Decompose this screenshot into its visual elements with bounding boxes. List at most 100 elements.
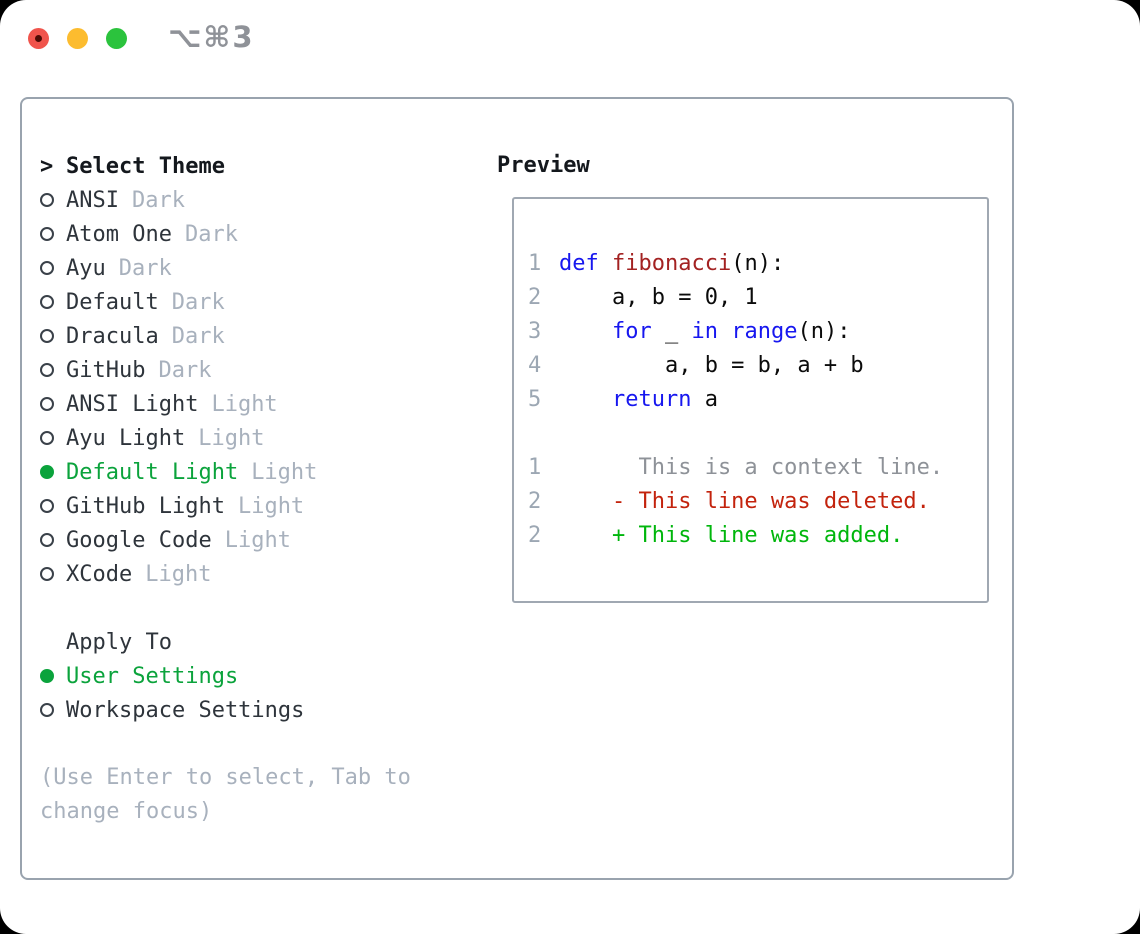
code-token bbox=[559, 319, 612, 344]
apply-option-label: Workspace Settings bbox=[66, 697, 305, 723]
line-number: 2 bbox=[528, 285, 542, 310]
theme-variant: Dark bbox=[171, 289, 225, 315]
theme-name: XCode bbox=[66, 561, 133, 587]
theme-option-github-dark[interactable]: GitHub Dark bbox=[40, 353, 497, 387]
titlebar: ⌥⌘3 bbox=[0, 0, 1140, 97]
theme-option-ansi-light[interactable]: ANSI Light Light bbox=[40, 387, 497, 421]
close-button[interactable] bbox=[28, 28, 49, 49]
theme-variant: Dark bbox=[184, 221, 238, 247]
theme-variant: Light bbox=[237, 493, 305, 519]
radio-icon bbox=[40, 397, 66, 411]
theme-variant: Light bbox=[198, 425, 265, 451]
code-token: a, b = 0, 1 bbox=[559, 285, 758, 310]
theme-option-default-dark[interactable]: Default Dark bbox=[40, 285, 497, 319]
diff-context-line: 1 This is a context line. bbox=[528, 451, 987, 485]
theme-variant: Dark bbox=[171, 323, 225, 349]
theme-picker-pane: > Select Theme ANSI Dark Atom One Dark A… bbox=[40, 149, 497, 878]
apply-to-header: Apply To bbox=[40, 625, 497, 659]
apply-option-user-settings[interactable]: User Settings bbox=[40, 659, 497, 693]
theme-option-ayu-dark[interactable]: Ayu Dark bbox=[40, 251, 497, 285]
theme-name: Dracula bbox=[66, 323, 159, 349]
code-token: (n): bbox=[731, 251, 785, 276]
code-token: in bbox=[691, 319, 718, 344]
theme-name: Atom One bbox=[66, 221, 172, 247]
code-token bbox=[559, 387, 612, 412]
theme-dialog: > Select Theme ANSI Dark Atom One Dark A… bbox=[20, 97, 1014, 880]
code-token: _ bbox=[651, 319, 692, 344]
prompt-icon: > bbox=[40, 153, 54, 179]
theme-variant: Dark bbox=[131, 187, 185, 213]
theme-option-github-light[interactable]: GitHub Light Light bbox=[40, 489, 497, 523]
radio-icon bbox=[40, 431, 66, 445]
radio-icon bbox=[40, 261, 66, 275]
line-number: 5 bbox=[528, 387, 542, 412]
radio-icon bbox=[40, 227, 66, 241]
theme-variant: Dark bbox=[158, 357, 212, 383]
line-number: 1 bbox=[528, 251, 542, 276]
code-token: fibonacci bbox=[612, 251, 732, 276]
line-number: 2 bbox=[528, 489, 542, 514]
select-theme-title: Select Theme bbox=[66, 153, 225, 179]
theme-option-xcode[interactable]: XCode Light bbox=[40, 557, 497, 591]
radio-selected-icon bbox=[40, 465, 66, 479]
theme-name: GitHub Light bbox=[66, 493, 225, 519]
theme-option-ayu-light[interactable]: Ayu Light Light bbox=[40, 421, 497, 455]
radio-icon bbox=[40, 499, 66, 513]
theme-option-atom-one-dark[interactable]: Atom One Dark bbox=[40, 217, 497, 251]
traffic-lights bbox=[28, 28, 145, 49]
theme-option-default-light[interactable]: Default Light Light bbox=[40, 455, 497, 489]
code-token: a, b = b, a + b bbox=[559, 353, 864, 378]
theme-name: Ayu Light bbox=[66, 425, 186, 451]
diff-added-line: 2 + This line was added. bbox=[528, 519, 987, 553]
radio-icon bbox=[40, 329, 66, 343]
code-token: return bbox=[611, 387, 692, 412]
line-number: 4 bbox=[528, 353, 542, 378]
code-token bbox=[599, 251, 612, 276]
diff-deleted-text: - This line was deleted. bbox=[559, 489, 930, 514]
radio-icon bbox=[40, 363, 66, 377]
select-theme-header: > Select Theme bbox=[40, 149, 497, 183]
code-token: for bbox=[611, 319, 652, 344]
apply-option-workspace-settings[interactable]: Workspace Settings bbox=[40, 693, 497, 727]
diff-deleted-line: 2 - This line was deleted. bbox=[528, 485, 987, 519]
line-number: 2 bbox=[528, 523, 542, 548]
code-token: def bbox=[559, 251, 599, 276]
theme-name: ANSI bbox=[66, 187, 119, 213]
theme-name: Google Code bbox=[66, 527, 212, 553]
code-line: 5 return a bbox=[528, 383, 987, 417]
theme-option-dracula-dark[interactable]: Dracula Dark bbox=[40, 319, 497, 353]
theme-variant: Light bbox=[251, 459, 318, 485]
theme-variant: Light bbox=[211, 391, 278, 417]
theme-name: GitHub bbox=[66, 357, 146, 383]
apply-to-title: Apply To bbox=[66, 629, 172, 655]
code-token: (n): bbox=[797, 319, 851, 344]
zoom-button[interactable] bbox=[106, 28, 127, 49]
theme-name: Default bbox=[66, 289, 159, 315]
radio-selected-icon bbox=[40, 669, 66, 683]
minimize-button[interactable] bbox=[67, 28, 88, 49]
line-number: 3 bbox=[528, 319, 542, 344]
diff-added-text: + This line was added. bbox=[559, 523, 904, 548]
radio-icon bbox=[40, 193, 66, 207]
help-text: (Use Enter to select, Tab to change focu… bbox=[40, 765, 411, 824]
preview-title: Preview bbox=[497, 153, 590, 178]
line-number: 1 bbox=[528, 455, 542, 480]
code-token: range bbox=[731, 319, 798, 344]
code-line: 4 a, b = b, a + b bbox=[528, 349, 987, 383]
code-token: a bbox=[691, 387, 718, 412]
theme-name: ANSI Light bbox=[66, 391, 199, 417]
code-line: 2 a, b = 0, 1 bbox=[528, 281, 987, 315]
theme-name: Default Light bbox=[66, 459, 239, 485]
theme-option-ansi-dark[interactable]: ANSI Dark bbox=[40, 183, 497, 217]
diff-context-text: This is a context line. bbox=[559, 455, 944, 480]
code-line: 3 for _ in range(n): bbox=[528, 315, 987, 349]
radio-icon bbox=[40, 295, 66, 309]
theme-option-google-code[interactable]: Google Code Light bbox=[40, 523, 497, 557]
screenshot-shortcut-label: ⌥⌘3 bbox=[168, 20, 255, 54]
code-line-blank bbox=[528, 417, 987, 451]
theme-variant: Dark bbox=[118, 255, 172, 281]
radio-icon bbox=[40, 533, 66, 547]
